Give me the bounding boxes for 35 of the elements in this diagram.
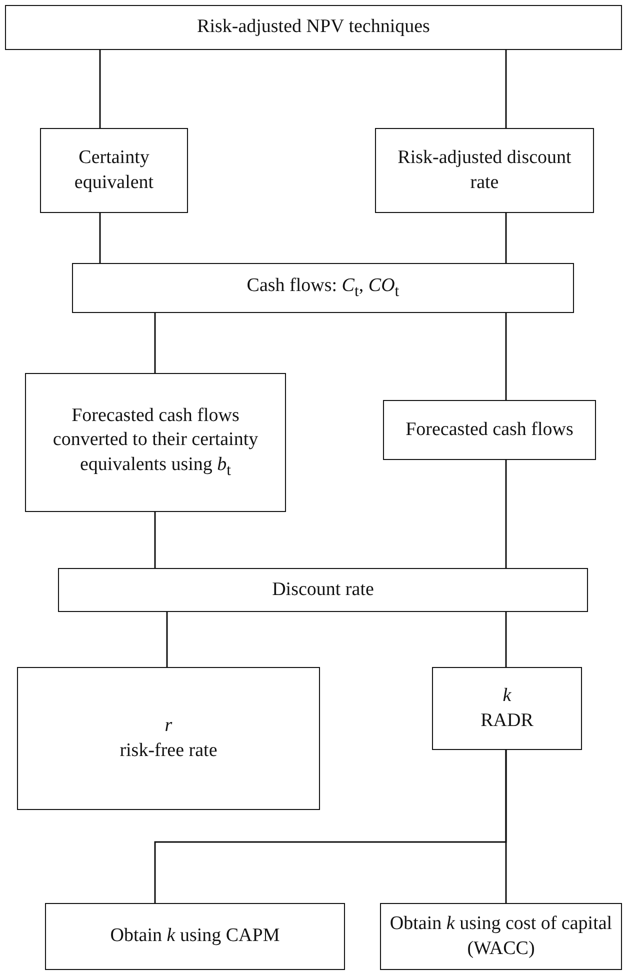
- box-text: Risk-adjusted discount rate: [396, 146, 572, 194]
- box-text: risk-free rate: [120, 738, 218, 762]
- process-box: [17, 667, 320, 810]
- box-text: Certainty equivalent: [73, 146, 155, 194]
- process-box: [432, 667, 582, 750]
- box-text: r: [164, 714, 172, 738]
- connector-line: [505, 612, 507, 667]
- box-text: Forecasted cash flows: [406, 418, 574, 442]
- box-text: Obtain k using CAPM: [110, 924, 280, 948]
- process-box: [72, 263, 574, 313]
- connector-line: [505, 460, 507, 568]
- process-box: [380, 903, 622, 970]
- connector-line: [505, 750, 507, 903]
- connector-line: [505, 213, 507, 263]
- connector-line: [99, 50, 101, 128]
- process-box: [375, 128, 594, 213]
- box-text: k: [502, 684, 512, 708]
- process-box: [25, 373, 286, 512]
- connector-line: [505, 313, 507, 400]
- connector-line: [166, 612, 168, 667]
- box-text: Risk-adjusted NPV techniques: [197, 15, 430, 40]
- box-text: Cash flows: C$_{t}$, CO$_{t}$: [246, 274, 400, 302]
- connector-line: [505, 50, 507, 128]
- connector-line: [154, 313, 156, 373]
- box-text: Discount rate: [272, 578, 374, 602]
- connector-line: [99, 213, 101, 263]
- box-text: Forecasted cash flows converted to their certainty equivalents using b$_{t}$: [52, 404, 260, 481]
- process-box: [383, 400, 596, 460]
- process-box: [58, 568, 588, 612]
- process-box: [5, 5, 622, 50]
- connector-line: [154, 512, 156, 568]
- process-box: [45, 903, 345, 970]
- process-box: [40, 128, 188, 213]
- box-text: Obtain k using cost of capital (WACC): [389, 912, 613, 960]
- box-text: RADR: [480, 708, 534, 732]
